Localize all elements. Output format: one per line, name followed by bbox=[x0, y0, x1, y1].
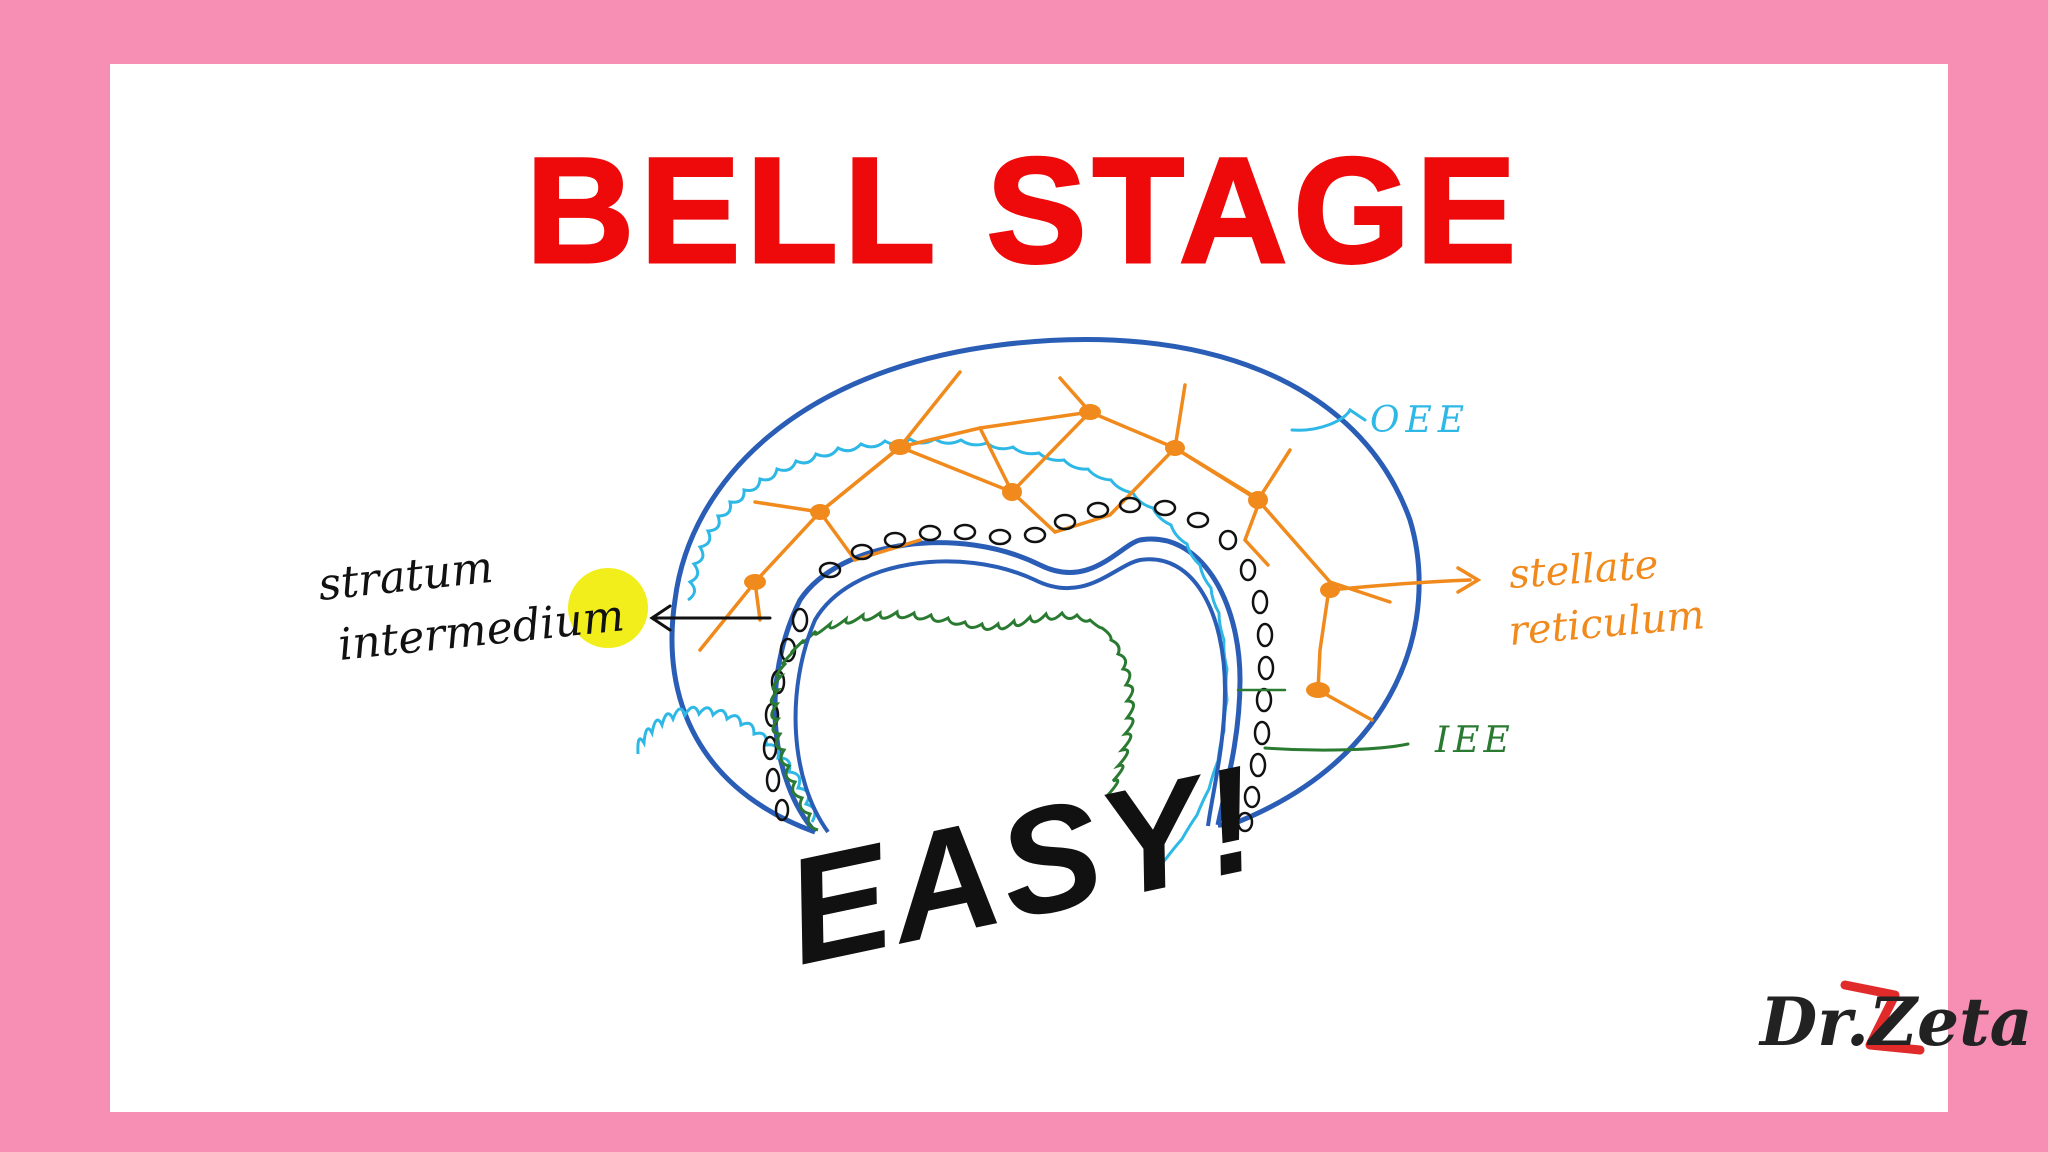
iee-label: IEE bbox=[1434, 720, 1514, 761]
stratum-label-line1: stratum bbox=[316, 542, 496, 611]
pointer-lines bbox=[649, 407, 1482, 752]
stellate-label-line1: stellate bbox=[1507, 542, 1659, 598]
outer-enamel-boundary bbox=[669, 337, 1422, 835]
iee-layer bbox=[769, 609, 1135, 832]
content-card bbox=[110, 64, 1948, 1112]
stellate-cells bbox=[744, 404, 1340, 698]
dental-papilla-boundary bbox=[793, 557, 1228, 834]
dr-zeta-logo: Dr.Zeta bbox=[1758, 980, 2032, 1061]
stellate-label-line2: reticulum bbox=[1507, 592, 1707, 655]
stratum-intermedium-layer bbox=[762, 496, 1275, 833]
page-title: BELL STAGE bbox=[524, 126, 1523, 294]
stellate-reticulum-network bbox=[698, 370, 1392, 722]
highlight-dot bbox=[568, 568, 648, 648]
logo-text: Dr.Zeta bbox=[1758, 983, 2032, 1061]
easy-overlay-text: EASY! bbox=[772, 732, 1275, 996]
oee-label: OEE bbox=[1370, 400, 1470, 441]
